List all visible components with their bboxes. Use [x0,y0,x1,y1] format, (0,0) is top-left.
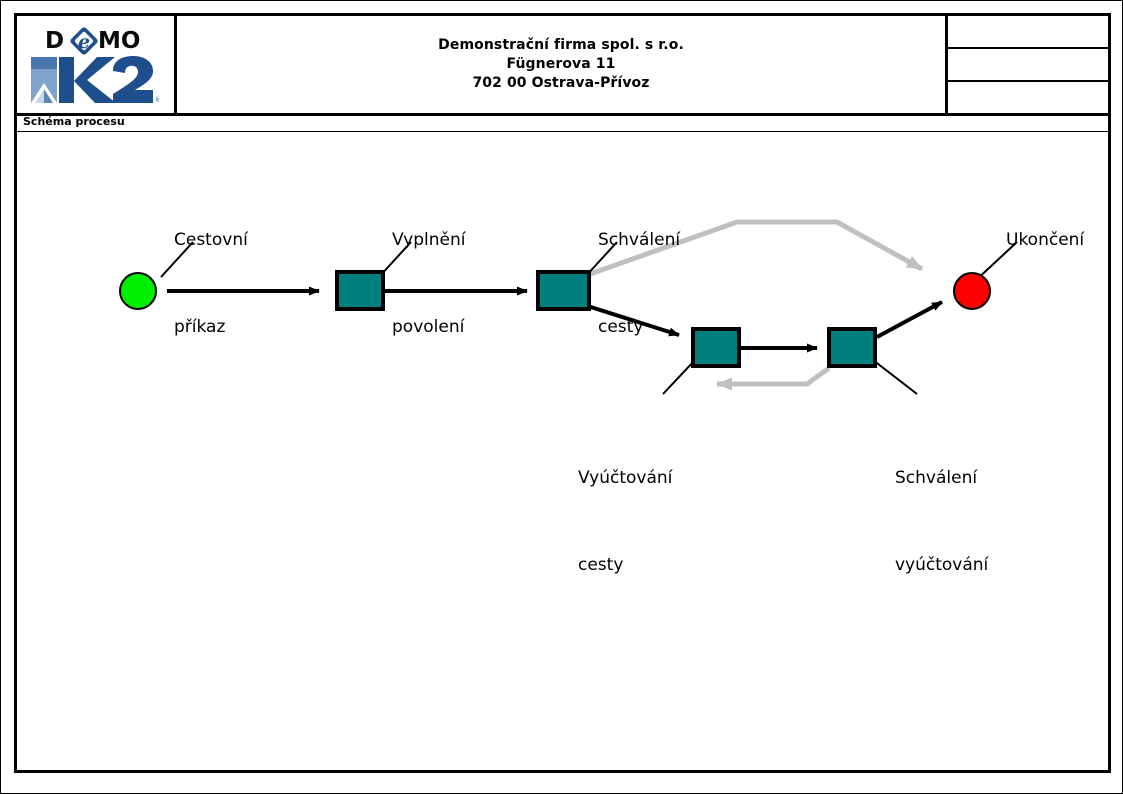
label-end-line1: Ukončení [1006,230,1085,250]
company-name: Demonstrační firma spol. s r.o. [438,37,684,53]
label-task2: Schválení cesty [598,168,680,400]
task-node-schvaleni-vyuctovani[interactable] [827,327,877,368]
header-info-row-2 [948,49,1108,82]
label-task4: Schválení vyúčtování [895,406,988,638]
edge-task2-to-end-alt [575,219,924,282]
leader-line-task3 [662,359,696,395]
section-label: Schéma procesu [23,115,125,128]
label-task2-line2: cesty [598,317,644,337]
registered-mark: ® [155,96,159,104]
label-task2-line1: Schválení [598,230,681,250]
task-node-schvaleni-cesty[interactable] [536,270,591,311]
k2-logo-svg: ® [31,56,162,104]
end-node[interactable] [953,272,991,310]
edge-task4-to-end [876,300,943,339]
process-diagram-svg [119,219,1018,395]
document-header: D MO e [17,16,1108,116]
process-diagram: Cestovní příkaz Vyplnění povolení Schvál… [17,132,1108,770]
section-label-bar: Schéma procesu [17,115,1108,132]
label-start: Cestovní příkaz [174,168,248,400]
svg-text:e: e [78,31,90,53]
demo-wordmark: D MO e [45,26,155,56]
edge-task4-to-task3-alt [716,365,831,391]
label-end: Ukončení [1006,168,1084,313]
header-info-table [948,16,1108,113]
task-node-vyuctovani-cesty[interactable] [691,327,741,368]
label-task3: Vyúčtování cesty [578,406,672,638]
demo-letter-d: D [45,28,65,54]
company-logo: D MO e [31,26,163,106]
leader-line-start [160,241,194,278]
label-task4-line1: Schválení [895,468,978,488]
label-task4-line2: vyúčtování [895,555,989,575]
leader-line-task4 [872,359,918,395]
header-logo-cell: D MO e [17,16,177,113]
company-street: Fügnerova 11 [506,56,616,72]
label-task1: Vyplnění povolení [392,168,465,400]
k2-logo-mark: ® [31,55,162,105]
label-task1-line2: povolení [392,317,465,337]
header-info-row-1 [948,16,1108,49]
header-info-row-3 [948,82,1108,113]
label-start-line2: příkaz [174,317,226,337]
label-task1-line1: Vyplnění [392,230,466,250]
label-start-line1: Cestovní [174,230,248,250]
document-frame: D MO e [14,13,1111,773]
company-city: 702 00 Ostrava-Přívoz [472,75,650,91]
demo-letters-mo: MO [98,28,141,54]
task-node-vyplneni-povoleni[interactable] [335,270,385,311]
label-task3-line2: cesty [578,555,624,575]
label-task3-line1: Vyúčtování [578,468,673,488]
start-node[interactable] [119,272,157,310]
edge-task2-to-task3 [577,301,680,337]
e-diamond-icon: e [70,27,98,55]
header-company-block: Demonstrační firma spol. s r.o. Fügnerov… [177,16,948,113]
